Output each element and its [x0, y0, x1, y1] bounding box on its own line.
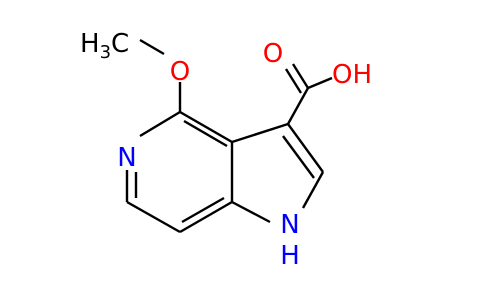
bond-c4-c3a-inner	[183, 119, 228, 148]
pyridine-nitrogen-label: N	[117, 143, 136, 173]
bond-c3a-c3	[231, 122, 289, 144]
bond-c6-c7	[126, 200, 181, 234]
bond-c3-cooh	[286, 87, 310, 125]
bond-n1-c7a	[231, 200, 271, 224]
pyrrole-hydrogen-label: H	[280, 241, 300, 271]
methyl-c: C	[111, 29, 129, 59]
bond-methyl-ether	[139, 38, 165, 56]
bond-c7-c7a-inner	[181, 196, 225, 224]
pyrrole-nitrogen-label: N	[280, 210, 299, 240]
bond-c4-n5	[139, 110, 181, 138]
methyl-h: H	[80, 29, 100, 59]
bond-cooh-oh	[307, 76, 333, 90]
bond-c3-c2-inner	[282, 135, 315, 179]
bond-c7-c7a	[179, 200, 233, 234]
hydroxyl-label: OH	[332, 60, 372, 90]
methyl-label: H3C	[80, 29, 129, 63]
bond-c2-n1	[301, 171, 325, 209]
ether-oxygen-label: O	[170, 57, 190, 87]
bond-cooh-double-o-a	[291, 63, 310, 89]
carbonyl-oxygen-label: O	[263, 39, 283, 69]
bond-c3-c2	[287, 123, 324, 173]
bond-cooh-double-o-b	[284, 68, 303, 94]
methyl-subscript: 3	[100, 42, 111, 63]
bond-c4-c3a	[179, 110, 233, 144]
